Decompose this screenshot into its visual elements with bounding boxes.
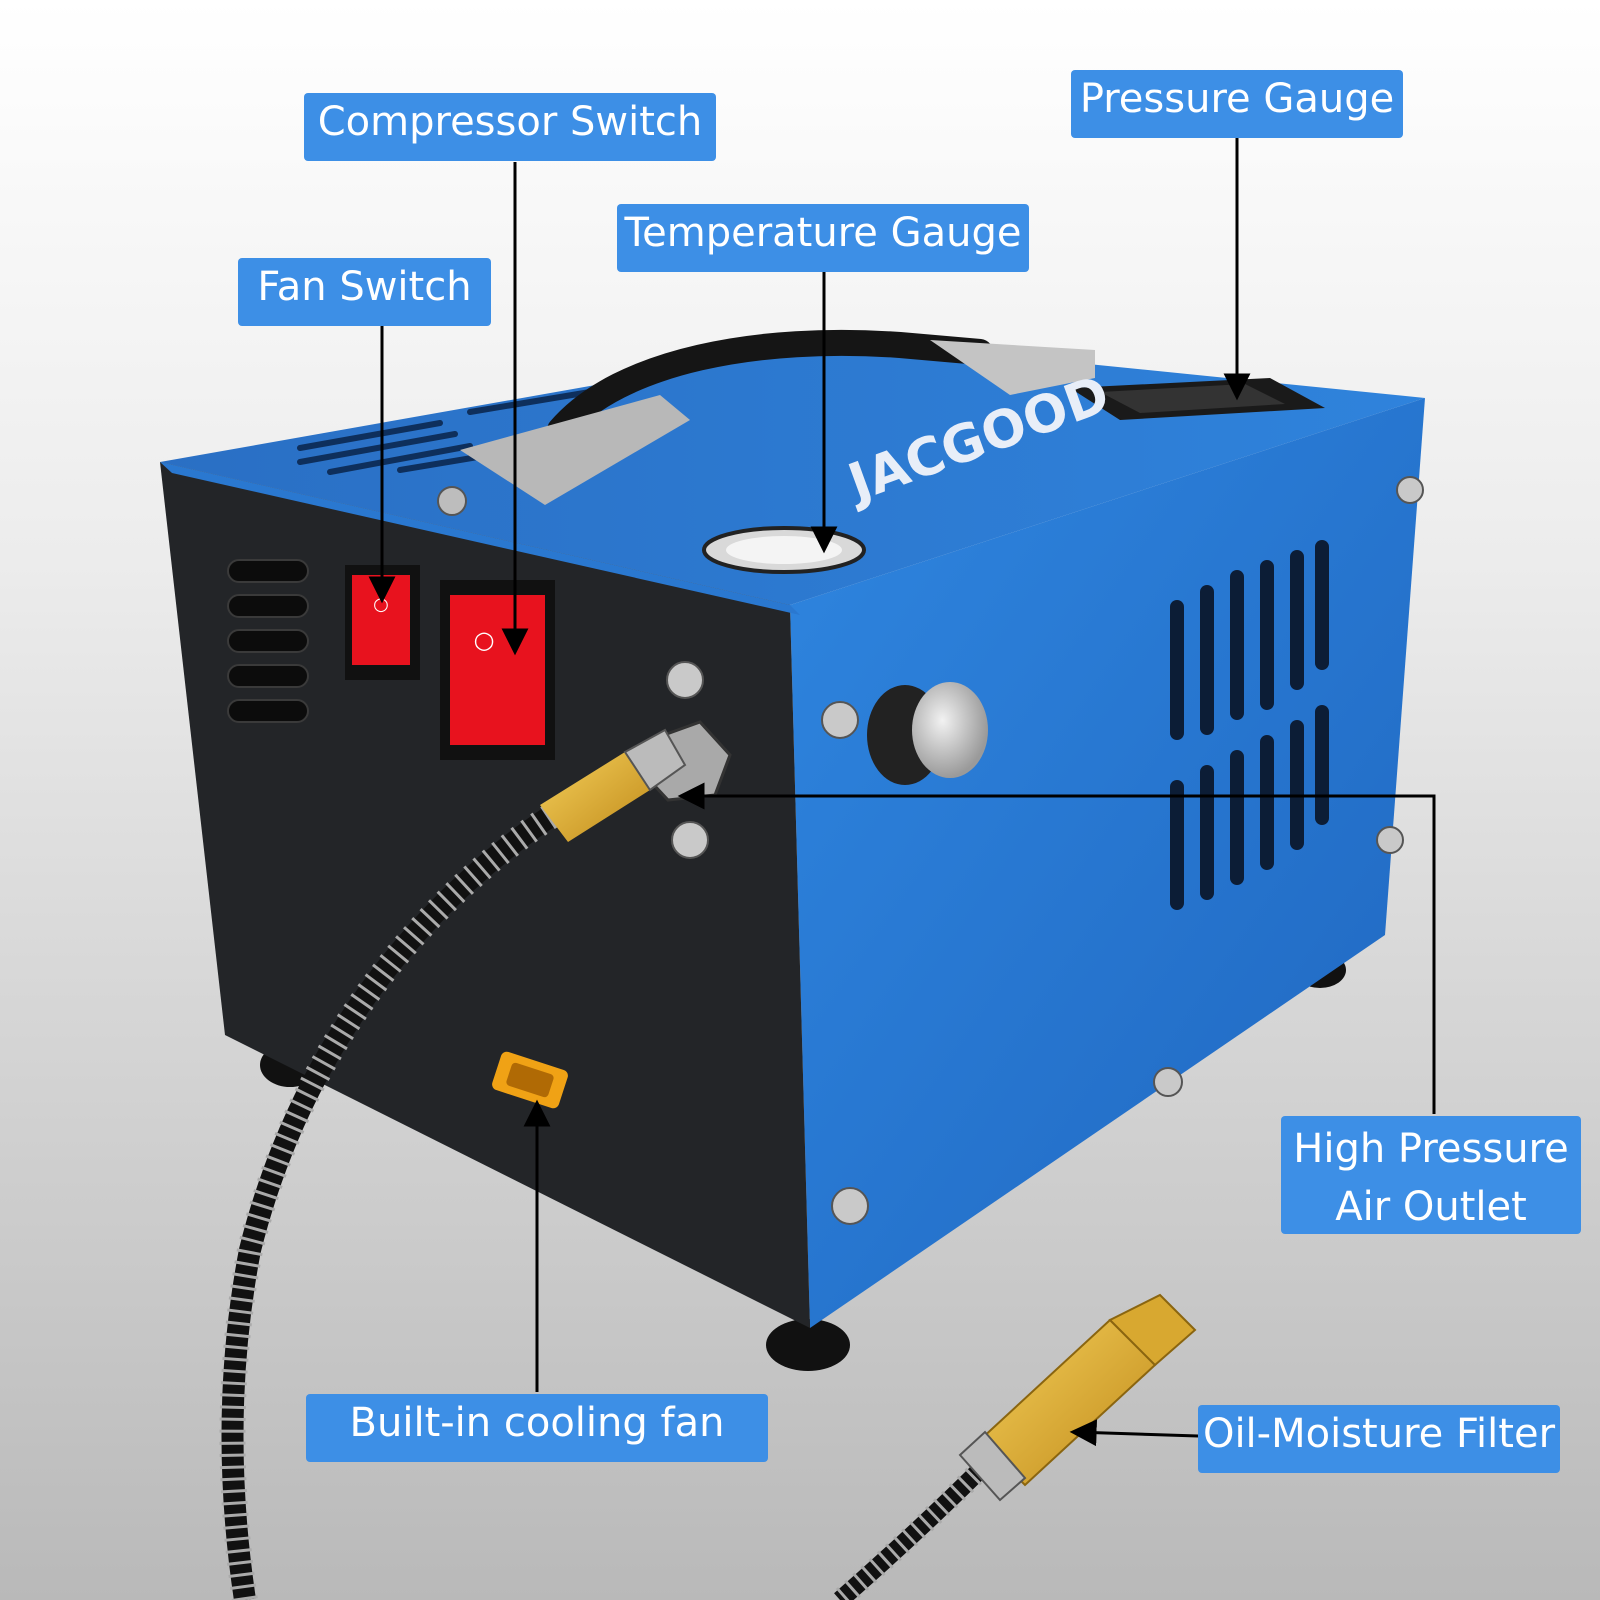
filter-end-fitting [1108,1293,1197,1367]
compressor-switch-off-mark: ○ [474,626,495,654]
hose-spring [219,799,568,1600]
fan-switch-label-text: Fan Switch [257,264,472,310]
high-pressure-label-line2: Air Outlet [1335,1184,1527,1230]
compressor-switch-label-text: Compressor Switch [317,99,703,145]
leader-air-outlet [677,782,1436,1114]
fan-switch-label: Fan Switch [238,258,491,326]
compressor-switch-label: Compressor Switch [304,93,716,161]
screw [831,1187,869,1225]
screw [1153,1067,1183,1097]
carry-handle [547,329,993,443]
front-panel [160,462,810,1328]
leader-filter [1069,1419,1199,1447]
screw [1396,476,1424,504]
oil-moisture-filter-label-text: Oil-Moisture Filter [1202,1411,1556,1457]
temperature-gauge-label-text: Temperature Gauge [624,210,1022,256]
cooling-fan-label: Built-in cooling fan [306,1394,768,1462]
high-pressure-air-outlet-label: High Pressure Air Outlet [1281,1116,1581,1234]
compressor-switch[interactable] [450,595,545,745]
screw [1376,826,1404,854]
xt60-connector-face [506,1062,554,1098]
filter-hose [834,1453,997,1600]
screw [666,661,704,699]
leader-lines [368,138,1436,1447]
high-pressure-label-line1: High Pressure [1293,1126,1569,1172]
pressure-gauge-label: Pressure Gauge [1071,70,1403,138]
side-vents [1170,540,1329,910]
hose-fitting-brass [540,752,650,842]
screw [821,701,859,739]
front-frame-edge [160,462,800,615]
oil-moisture-filter-label: Oil-Moisture Filter [1198,1405,1560,1473]
bleed-valve-knob[interactable] [912,682,988,778]
filter-steel-nut [958,1430,1027,1502]
temperature-gauge-label: Temperature Gauge [617,204,1029,272]
screw [437,486,467,516]
front-vents [227,559,309,723]
foot [766,1319,850,1371]
hose-fitting-steel [623,728,687,792]
cooling-fan-label-text: Built-in cooling fan [349,1400,725,1446]
handle-bracket [460,395,690,505]
screw [671,821,709,859]
pressure-gauge-label-text: Pressure Gauge [1079,76,1395,122]
handle-bracket [930,340,1095,395]
